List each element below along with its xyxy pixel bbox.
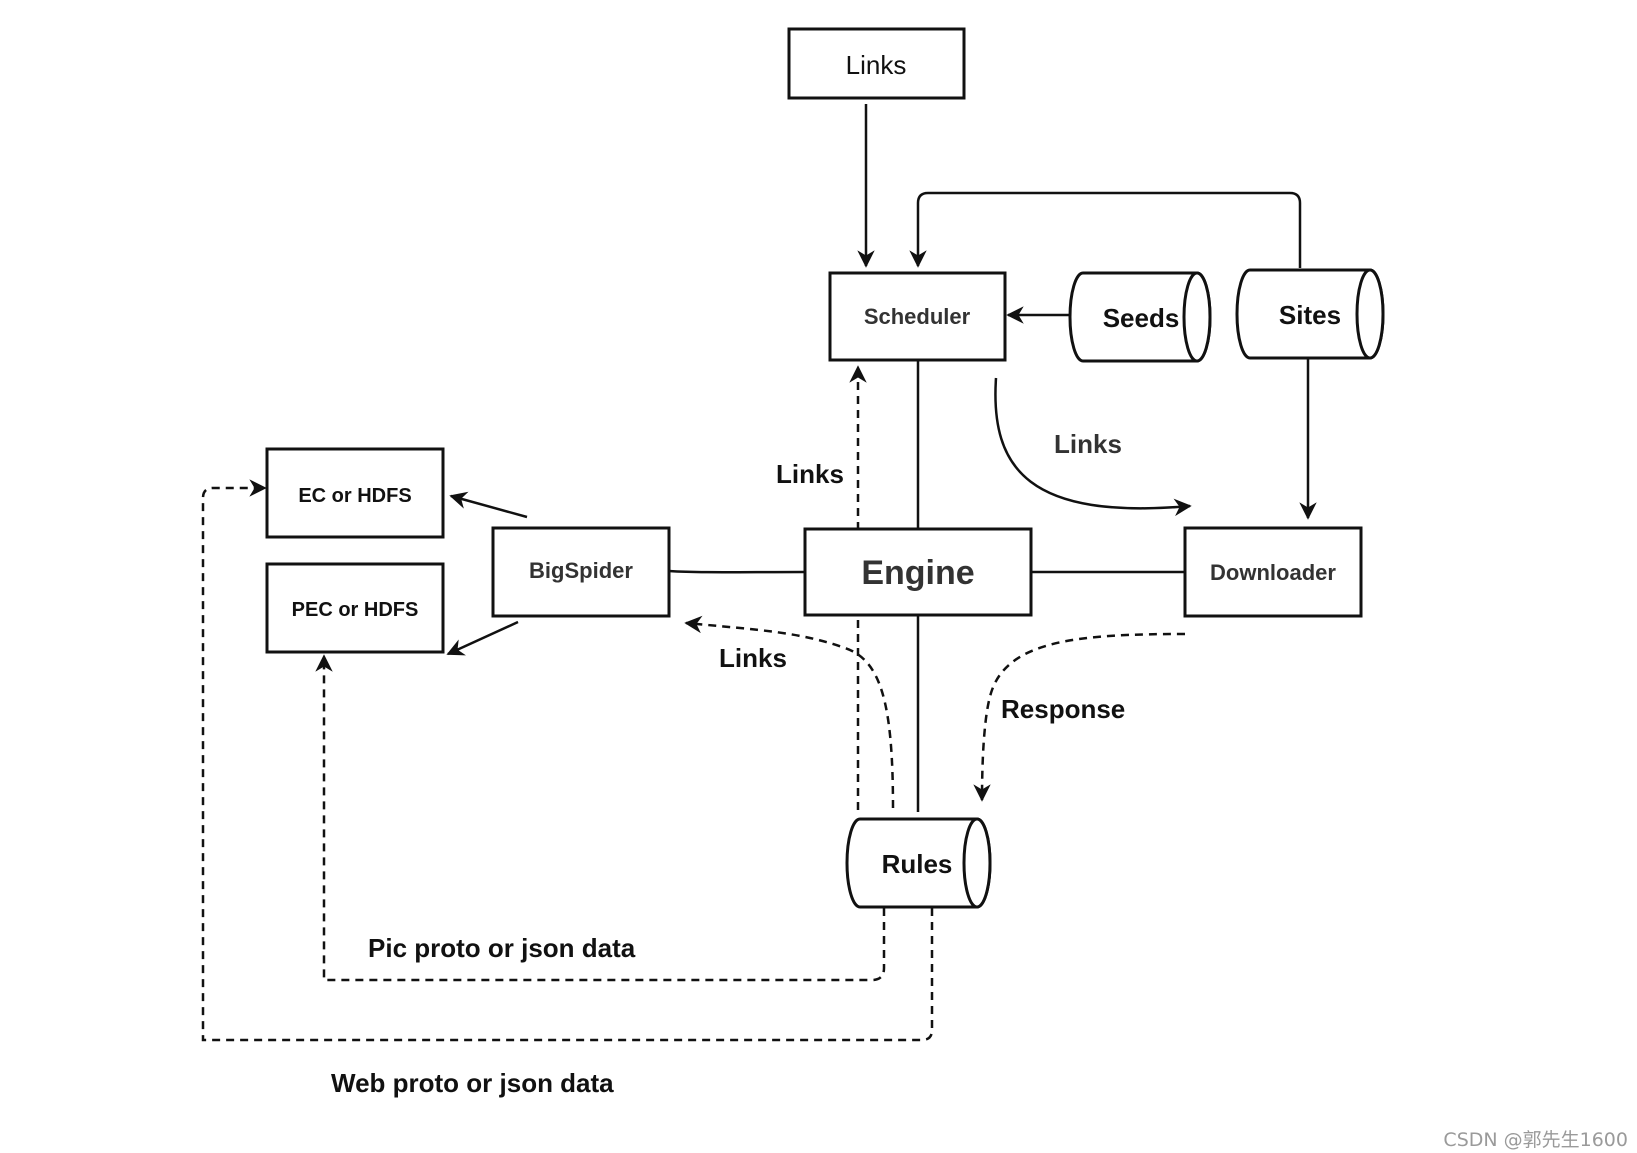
edge-downloader-to-rules xyxy=(973,632,1186,802)
edge-rules-to-bigspider xyxy=(684,615,895,809)
bigspider-label: BigSpider xyxy=(529,558,633,583)
scheduler-label: Scheduler xyxy=(864,304,971,329)
label-pic-data: Pic proto or json data xyxy=(368,933,636,963)
bigspider-node: BigSpider xyxy=(491,526,671,618)
scheduler-node: Scheduler xyxy=(828,271,1007,362)
downloader-node: Downloader xyxy=(1183,526,1363,618)
edge-bigspider-to-ec xyxy=(449,491,528,519)
edge-sites-to-scheduler xyxy=(909,191,1302,268)
watermark: CSDN @郭先生1600 xyxy=(1443,1129,1628,1151)
links-source-node: Links xyxy=(787,27,966,100)
label-links-rules-bigspider: Links xyxy=(719,643,787,673)
pec-hdfs-node: PEC or HDFS xyxy=(265,562,445,654)
links-source-label: Links xyxy=(846,50,907,80)
pec-hdfs-label: PEC or HDFS xyxy=(292,599,419,621)
ec-hdfs-label: EC or HDFS xyxy=(298,485,411,507)
label-web-data: Web proto or json data xyxy=(331,1068,614,1098)
edge-bigspider-to-pec xyxy=(446,620,519,656)
downloader-label: Downloader xyxy=(1210,560,1336,585)
ec-hdfs-node: EC or HDFS xyxy=(265,447,445,539)
edge-rules-to-ec xyxy=(201,479,934,1042)
rules-label: Rules xyxy=(882,849,953,879)
seeds-label: Seeds xyxy=(1103,303,1180,333)
edge-bigspider-engine xyxy=(668,569,806,574)
edge-rules-to-pec xyxy=(315,654,886,982)
label-response: Response xyxy=(1001,694,1125,724)
sites-datastore: Sites xyxy=(1235,268,1385,360)
engine-label: Engine xyxy=(861,554,974,592)
label-links-scheduler-downloader: Links xyxy=(1054,429,1122,459)
rules-datastore: Rules xyxy=(845,817,992,909)
label-links-rules-scheduler: Links xyxy=(776,459,844,489)
sites-label: Sites xyxy=(1279,300,1341,330)
edge-scheduler-to-downloader xyxy=(994,377,1192,517)
engine-node: Engine xyxy=(803,527,1033,617)
seeds-datastore: Seeds xyxy=(1068,271,1212,363)
